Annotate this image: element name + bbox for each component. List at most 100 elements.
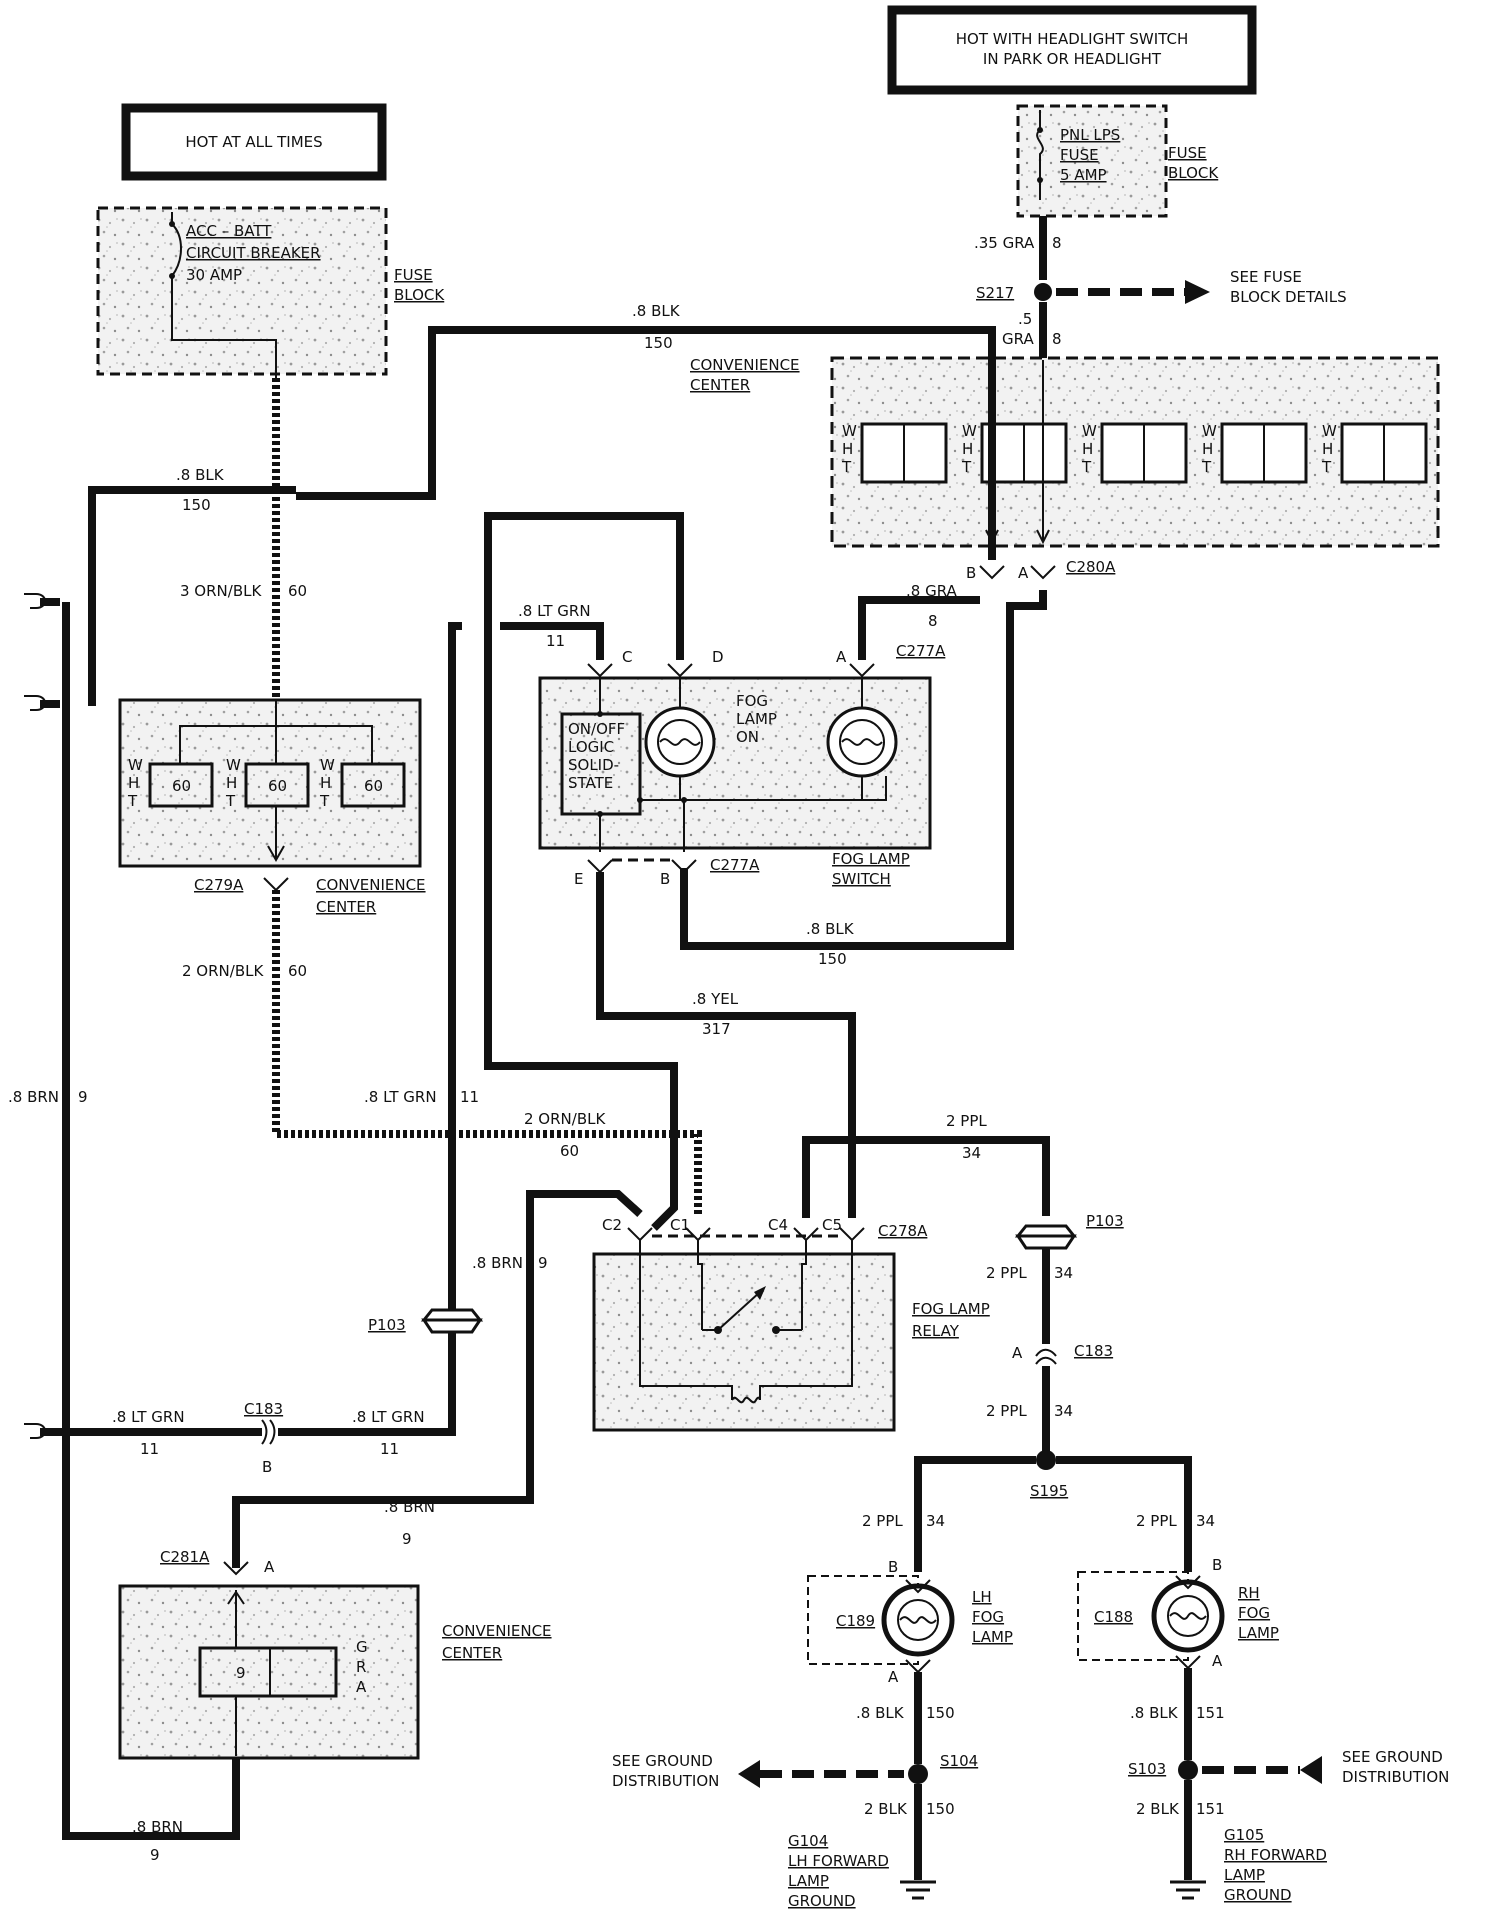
diagram-label: B (660, 870, 670, 888)
convenience-center-mid: W H T 60 W H T 60 W H T 60 (118, 698, 422, 868)
diagram-label: 30 AMP (186, 266, 242, 284)
arrow-left-icon (1300, 1756, 1322, 1784)
diagram-label: A (888, 1668, 899, 1686)
diagram-label: .5 (1018, 310, 1032, 328)
connector-c183-right: A C183 (1012, 1342, 1113, 1365)
diagram-label: W (128, 756, 143, 774)
diagram-label: HOT AT ALL TIMES (185, 133, 322, 151)
diagram-label: A (1212, 1652, 1223, 1670)
diagram-label: 2 ORN/BLK (182, 962, 264, 980)
diagram-label: STATE (568, 774, 613, 792)
diagram-label: E (574, 870, 583, 888)
connector-c281a: C281A A (160, 1548, 275, 1576)
diagram-label: FOG (736, 692, 768, 710)
diagram-label: 5 AMP (1060, 166, 1107, 184)
diagram-label: 60 (560, 1142, 579, 1160)
relay-cell: W H T (1321, 422, 1428, 484)
diagram-label: B (1212, 1556, 1222, 1574)
connector-c277a-bottom: E B C277A FOG LAMP SWITCH (574, 850, 910, 888)
diagram-label: 2 PPL (1136, 1512, 1177, 1530)
diagram-label: CONVENIENCE (690, 356, 800, 374)
diagram-label: RH FORWARD (1224, 1846, 1327, 1864)
diagram-label: 2 PPL (986, 1402, 1027, 1420)
diagram-label: C281A (160, 1548, 210, 1566)
diagram-label: CONVENIENCE (316, 876, 426, 894)
connector-c278a: C2 C1 C4 C5 C278A (602, 1216, 928, 1242)
diagram-label: DISTRIBUTION (612, 1772, 719, 1790)
diagram-label: RH (1238, 1584, 1260, 1602)
diagram-label: FUSE (394, 266, 433, 284)
relay-cell: W H T (1081, 422, 1188, 484)
diagram-label: 11 (140, 1440, 159, 1458)
diagram-label: 150 (926, 1704, 955, 1722)
diagram-label: FOG LAMP (912, 1300, 990, 1318)
diagram-label: 34 (1054, 1264, 1073, 1282)
diagram-label: A (1012, 1344, 1023, 1362)
diagram-label: H (320, 774, 331, 792)
diagram-label: .8 BRN (132, 1818, 183, 1836)
diagram-label: A (1018, 564, 1029, 582)
diagram-label: 8 (1052, 330, 1062, 348)
diagram-label: 60 (288, 582, 307, 600)
diagram-label: C189 (836, 1612, 875, 1630)
splice-s195 (1036, 1450, 1056, 1470)
diagram-label: SEE FUSE (1230, 268, 1302, 286)
diagram-label: 9 (538, 1254, 548, 1272)
diagram-label: .8 BLK (1130, 1704, 1179, 1722)
wire-break-marks (24, 593, 60, 1439)
diagram-label: C (622, 648, 632, 666)
diagram-label: 150 (182, 496, 211, 514)
diagram-label: 11 (380, 1440, 399, 1458)
relay-cell: W H T (1201, 422, 1308, 484)
diagram-label: C4 (768, 1216, 788, 1234)
diagram-label: LOGIC (568, 738, 614, 756)
diagram-label: H (1082, 440, 1093, 458)
connector-c277a-top: C D A C277A (587, 642, 946, 678)
diagram-label: LAMP (736, 710, 777, 728)
diagram-label: BLOCK (1168, 164, 1219, 182)
diagram-label: W (1202, 422, 1217, 440)
diagram-label: D (712, 648, 724, 666)
diagram-label: 9 (150, 1846, 160, 1864)
diagram-label: PNL LPS (1060, 126, 1120, 144)
diagram-label: BLOCK (394, 286, 445, 304)
diagram-label: LH FORWARD (788, 1852, 889, 1870)
diagram-label: FOG (972, 1608, 1004, 1626)
diagram-label: .8 BRN (472, 1254, 523, 1272)
diagram-label: C1 (670, 1216, 690, 1234)
diagram-label: .8 BRN (8, 1088, 59, 1106)
diagram-label: H (128, 774, 139, 792)
diagram-label: 60 (364, 777, 383, 795)
connector-c280a: B A C280A (966, 558, 1116, 582)
breaker-terminal-icon (169, 273, 175, 279)
diagram-label: B (888, 1558, 898, 1576)
diagram-label: BLOCK DETAILS (1230, 288, 1347, 306)
diagram-label: 34 (926, 1512, 945, 1530)
diagram-label: W (226, 756, 241, 774)
diagram-label: T (1321, 458, 1332, 476)
diagram-label: H (842, 440, 853, 458)
diagram-label: C183 (244, 1400, 283, 1418)
diagram-label: HOT WITH HEADLIGHT SWITCH (956, 30, 1188, 48)
connector-c279a: C279A CONVENIENCE CENTER (194, 876, 426, 916)
diagram-label: H (1322, 440, 1333, 458)
pnl-lps-fuse-block: PNL LPS FUSE 5 AMP FUSE BLOCK (1016, 104, 1219, 218)
diagram-label: 34 (1054, 1402, 1073, 1420)
diagram-label: .8 YEL (692, 990, 739, 1008)
diagram-label: .8 BLK (176, 466, 225, 484)
diagram-label: .8 BLK (856, 1704, 905, 1722)
diagram-label: LAMP (1224, 1866, 1265, 1884)
diagram-label: A (356, 1678, 367, 1696)
diagram-label: T (319, 792, 330, 810)
fog-lamp-relay: FOG LAMP RELAY (592, 1240, 990, 1432)
diagram-label: 2 ORN/BLK (524, 1110, 606, 1128)
diagram-label: .8 LT GRN (352, 1408, 425, 1426)
diagram-label: A (264, 1558, 275, 1576)
diagram-label: 9 (78, 1088, 88, 1106)
diagram-label: 34 (962, 1144, 981, 1162)
diagram-label: T (961, 458, 972, 476)
diagram-label: GRA (1002, 330, 1034, 348)
diagram-label: W (1082, 422, 1097, 440)
relay-cell: W H T (841, 422, 948, 484)
connector-p103-left: P103 (368, 1308, 484, 1334)
